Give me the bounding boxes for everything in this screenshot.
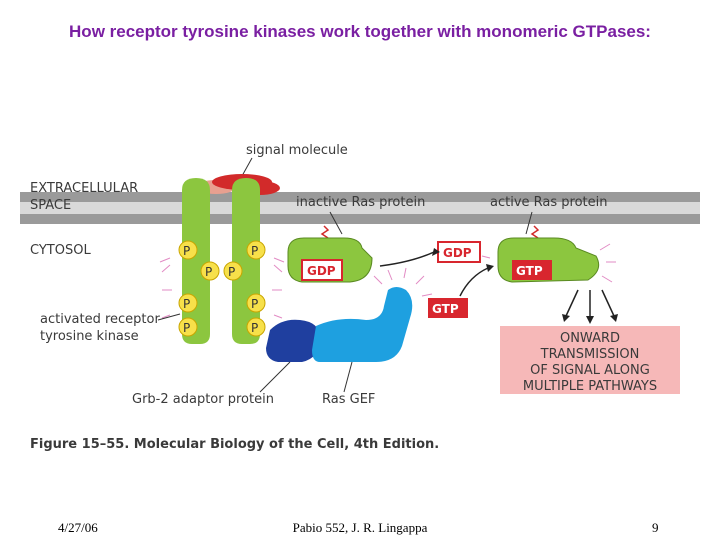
- phospho-group: P: [178, 293, 198, 313]
- onward-arrow-head: [586, 316, 594, 324]
- svg-text:P: P: [228, 265, 235, 279]
- gef-activation-rays: [373, 267, 433, 297]
- label-cytosol: CYTOSOL: [30, 243, 91, 258]
- ras-signaling-diagram: EXTRACELLULAR SPACE CYTOSOL signal molec…: [20, 143, 700, 452]
- inactive-ras-pointer: [329, 211, 343, 235]
- label-grb2: Grb-2 adaptor protein: [132, 392, 274, 407]
- active-ras-pointer: [525, 211, 533, 235]
- exchange-arrow-in-head: [486, 264, 494, 272]
- label-extracellular-2: SPACE: [30, 198, 71, 213]
- onward-line-2: TRANSMISSION: [540, 347, 640, 362]
- slide-title: How receptor tyrosine kinases work toget…: [69, 22, 651, 41]
- grb2-pointer: [259, 361, 291, 393]
- exchange-arrow-in: [459, 267, 489, 297]
- onward-arrow-head: [562, 314, 570, 322]
- membrane-inner-leaflet: [20, 214, 700, 224]
- phospho-group: P: [200, 261, 220, 281]
- page-number: 9: [652, 520, 659, 535]
- svg-text:P: P: [251, 321, 258, 335]
- label-ras-gef: Ras GEF: [322, 392, 375, 407]
- ras-gef: [312, 287, 413, 362]
- gdp-on-ras: GDP: [307, 264, 336, 278]
- svg-text:P: P: [205, 265, 212, 279]
- gtp-incoming: GTP: [432, 302, 459, 316]
- phospho-group: P: [223, 261, 243, 281]
- label-extracellular-1: EXTRACELLULAR: [30, 181, 138, 196]
- label-activated-receptor-2: tyrosine kinase: [40, 329, 139, 344]
- svg-text:P: P: [251, 244, 258, 258]
- gdp-box-on-ras: [301, 259, 343, 281]
- activation-rays: [159, 257, 285, 319]
- phospho-group: P: [246, 317, 266, 337]
- onward-line-4: MULTIPLE PATHWAYS: [523, 379, 657, 394]
- footer-date: 4/27/06: [58, 520, 98, 535]
- lipid-anchor: [320, 225, 330, 239]
- exchange-arrow-out: [379, 251, 435, 267]
- onward-line-3: OF SIGNAL ALONG: [530, 363, 650, 378]
- onward-line-1: ONWARD: [560, 331, 620, 346]
- label-active-ras: active Ras protein: [490, 195, 607, 210]
- onward-transmission-box: [500, 326, 680, 394]
- ras-gef-pointer: [343, 361, 353, 393]
- label-inactive-ras: inactive Ras protein: [296, 195, 425, 210]
- onward-arrow-head: [610, 314, 618, 322]
- figure-caption: Figure 15–55. Molecular Biology of the C…: [30, 437, 439, 452]
- grb2-adaptor: [266, 319, 320, 362]
- exchange-arrow-out-head: [432, 248, 440, 256]
- onward-arrows: [565, 289, 615, 318]
- phospho-group: P: [178, 240, 198, 260]
- membrane-outer-leaflet: [20, 192, 700, 202]
- gtp-incoming-box: [428, 298, 468, 318]
- gdp-released: GDP: [443, 246, 472, 260]
- label-activated-receptor-1: activated receptor: [40, 312, 160, 327]
- svg-text:P: P: [251, 297, 258, 311]
- label-signal-molecule: signal molecule: [246, 143, 348, 158]
- signal-molecule-pointer: [241, 157, 253, 177]
- footer-author: Pabio 552, J. R. Lingappa: [292, 520, 428, 535]
- gtp-on-ras: GTP: [516, 264, 543, 278]
- svg-text:P: P: [183, 244, 190, 258]
- svg-text:P: P: [183, 321, 190, 335]
- activated-receptor-pointer: [157, 313, 181, 321]
- active-ras-rays: [481, 243, 616, 283]
- gtp-box-on-ras: [512, 260, 552, 280]
- svg-text:P: P: [183, 297, 190, 311]
- phospho-group: P: [178, 317, 198, 337]
- lipid-anchor-active: [530, 225, 540, 239]
- phospho-group: P: [246, 240, 266, 260]
- phospho-group: P: [246, 293, 266, 313]
